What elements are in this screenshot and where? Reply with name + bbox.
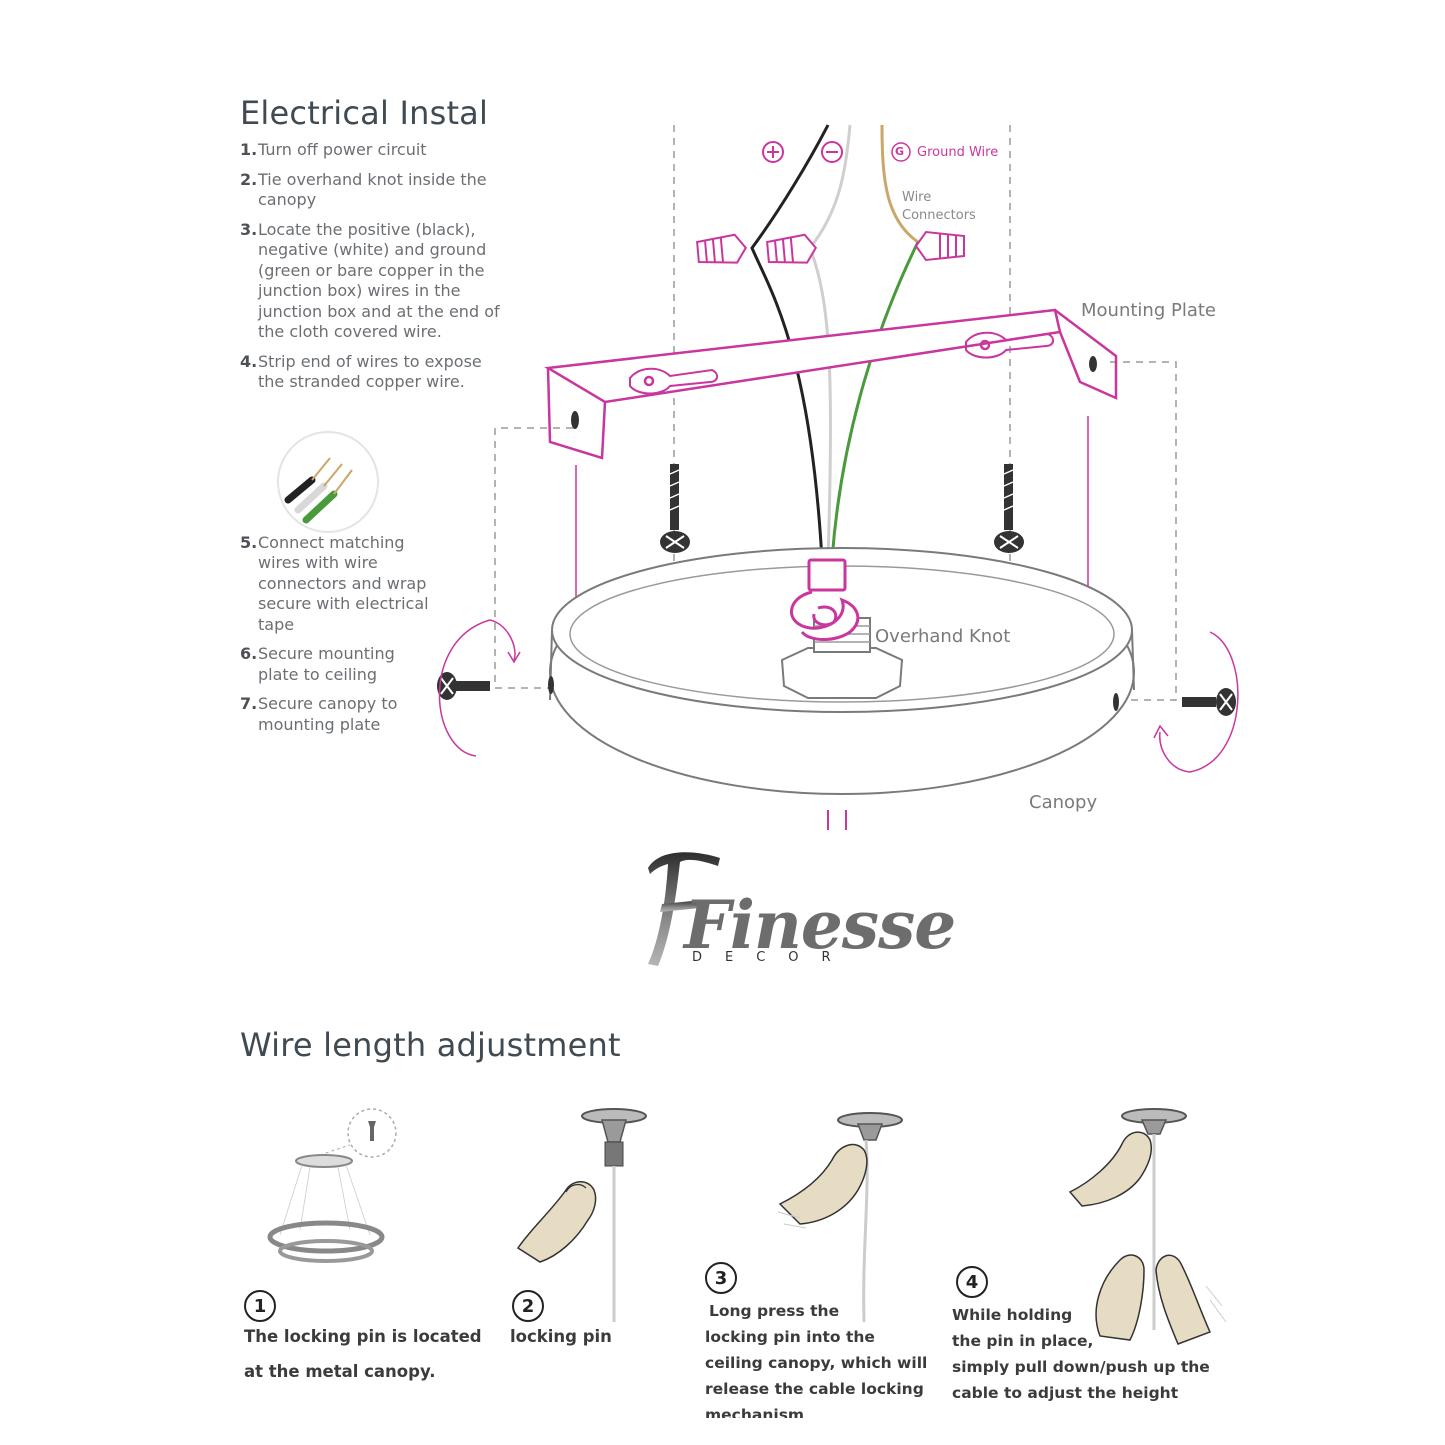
rotation-arrows (438, 619, 1239, 773)
install-step: 2.Tie overhand knot inside the canopy (240, 169, 487, 210)
mounting-plate-label: Mounting Plate (1081, 300, 1216, 321)
adjustment-title: Wire length adjustment (240, 1026, 621, 1064)
step-3-caption: Long press the locking pin into the ceil… (705, 1302, 928, 1418)
electrical-title: Electrical Instal (240, 94, 489, 132)
step-1-number: 1 (244, 1290, 276, 1322)
step-2-number: 2 (512, 1290, 544, 1322)
step-2-caption: locking pin (510, 1327, 612, 1346)
install-step: 6.Secure mounting plate to ceiling (240, 644, 395, 684)
overhand-knot-label: Overhand Knot (875, 626, 1011, 647)
step-4-number: 4 (956, 1266, 988, 1298)
finesse-decor-logo: Finesse DECOR (640, 836, 956, 976)
ground-wire (880, 124, 919, 244)
install-steps-list: 1.Turn off power circuit 2.Tie overhand … (240, 140, 500, 744)
ground-symbol (891, 142, 911, 162)
plus-symbol (762, 141, 784, 163)
install-step: 7.Secure canopy to mounting plate (240, 694, 398, 734)
logo-wordmark: Finesse (684, 886, 956, 964)
canopy-label: Canopy (1029, 792, 1098, 813)
panel2-illustration (516, 1108, 647, 1322)
stripped-wires-illustration (277, 431, 379, 533)
overhand-knot (790, 558, 860, 641)
ground-wire-label: Ground Wire (917, 145, 999, 160)
step-1-caption: The locking pin is located at the metal … (244, 1327, 482, 1381)
black-wire (750, 124, 830, 561)
install-step: 1.Turn off power circuit (240, 140, 427, 159)
install-step: 4.Strip end of wires to expose the stran… (240, 351, 482, 392)
panel4-illustration (1068, 1108, 1227, 1345)
ceiling-screws (660, 464, 1024, 553)
step-4-caption: While holding the pin in place, simply p… (952, 1306, 1210, 1402)
install-step: 3.Locate the positive (black), negative … (240, 219, 500, 342)
logo-subtitle: DECOR (692, 950, 854, 965)
step-3-number: 3 (705, 1262, 737, 1294)
mounting-plate (544, 308, 1118, 460)
wire-connectors-label-line1: Wire (902, 190, 932, 205)
ground-symbol-letter: G (895, 145, 905, 158)
install-step: 5.Connect matching wires with wire conne… (240, 532, 429, 634)
panel1-illustration (267, 1108, 397, 1263)
wire-connectors-label-line2: Connectors (902, 208, 976, 223)
side-screws (437, 672, 1236, 716)
green-wire (830, 241, 920, 561)
wiring-diagram (437, 124, 1239, 830)
white-wire (808, 124, 852, 561)
wire-connectors (696, 230, 965, 264)
panel3-illustration (777, 1112, 903, 1323)
minus-symbol (821, 141, 843, 163)
